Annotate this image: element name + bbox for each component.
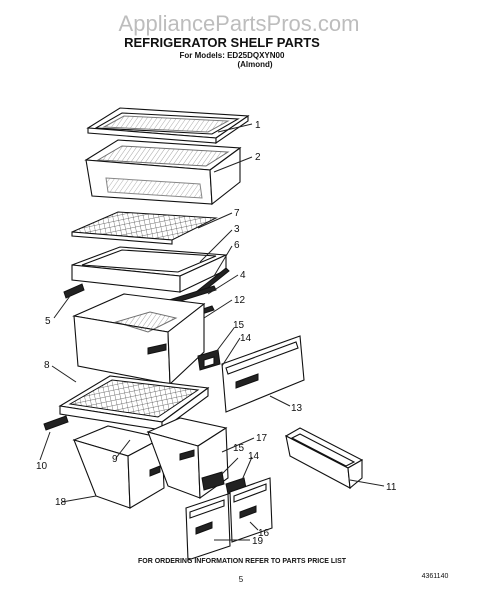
ordering-note: FOR ORDERING INFORMATION REFER TO PARTS …: [138, 558, 347, 565]
callout-6: 6: [234, 240, 240, 251]
page-title: REFRIGERATOR SHELF PARTS: [124, 35, 320, 50]
part-8-lower-shelf: [58, 375, 210, 432]
part-15-clip-upper: [197, 349, 221, 371]
part-11-door-bin: [284, 427, 364, 490]
models-line: For Models: ED25DQXYN00: [180, 51, 285, 60]
callout-9: 9: [112, 454, 118, 465]
callout-1: 1: [255, 120, 261, 131]
callout-7: 7: [234, 208, 240, 219]
color-line: (Almond): [237, 60, 272, 69]
part-2-shelf-pan: [84, 139, 242, 206]
callout-5: 5: [45, 316, 51, 327]
part-19-drawer-front-left: [185, 493, 231, 561]
callout-8: 8: [44, 360, 50, 371]
callout-17: 17: [256, 433, 268, 444]
callout-12: 12: [234, 295, 246, 306]
callout-16: 16: [258, 528, 270, 539]
leader-lines: [39, 123, 385, 541]
callout-19: 19: [252, 536, 264, 547]
part-5-bracket: [63, 283, 85, 299]
part-12-crisper-drawer: [72, 293, 206, 386]
part-1-glass-shelf: [86, 107, 250, 145]
callout-10: 10: [36, 461, 48, 472]
callout-14-upper: 14: [240, 333, 252, 344]
callout-18: 18: [55, 497, 67, 508]
callout-4: 4: [240, 270, 246, 281]
doc-code: 4361140: [422, 573, 449, 580]
part-16-drawer-front-right: [229, 477, 273, 543]
part-7-shelf-insert: [71, 211, 218, 245]
callout-labels: 1 2 7 3 6 4 12 5 15 14 8 13 17 15 14 9 1…: [36, 120, 397, 547]
part-10-bracket: [43, 415, 69, 431]
part-13-drawer-front: [221, 335, 305, 413]
callout-3: 3: [234, 224, 240, 235]
watermark: AppliancePartsPros.com: [119, 11, 360, 36]
part-3-shelf-frame: [71, 246, 227, 293]
part-18-crisper-bin-left: [72, 425, 165, 509]
callout-11: 11: [386, 482, 397, 493]
page-number: 5: [239, 575, 244, 584]
callout-14-lower: 14: [248, 451, 260, 462]
callout-2: 2: [255, 152, 261, 163]
callout-13: 13: [291, 403, 303, 414]
callout-15-lower: 15: [233, 443, 245, 454]
part-15-clip-lower: [201, 471, 247, 495]
callout-15-upper: 15: [233, 320, 245, 331]
